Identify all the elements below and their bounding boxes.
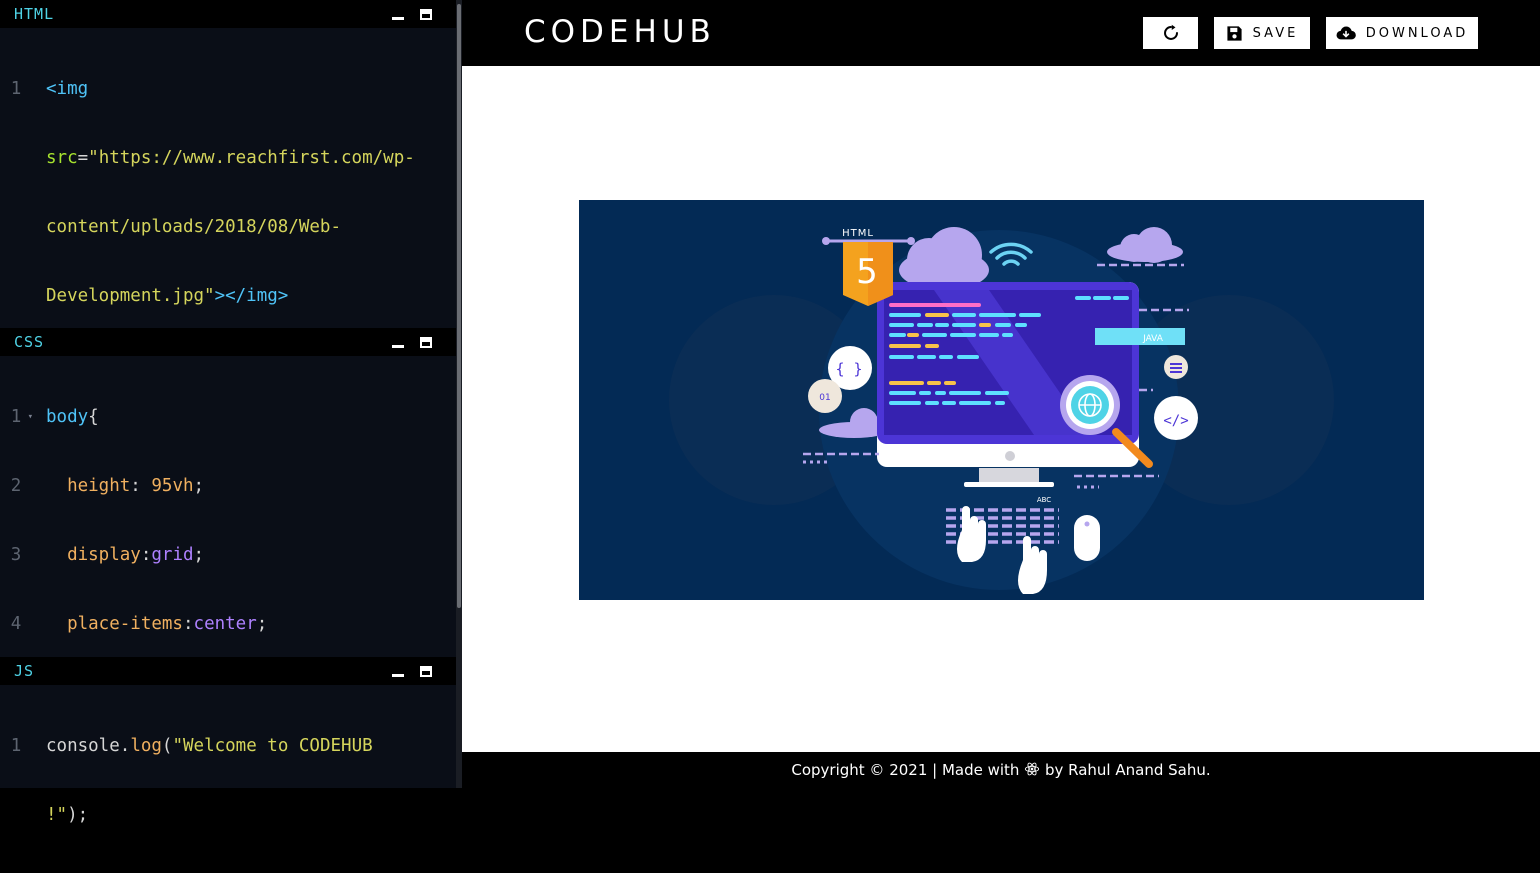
html-panel-header: HTML bbox=[0, 0, 456, 28]
code-token: !" bbox=[46, 805, 68, 825]
maximize-icon[interactable] bbox=[420, 665, 432, 677]
code-token: "Welcome to CODEHUB bbox=[172, 736, 373, 756]
code-token: Development.jpg" bbox=[46, 286, 215, 306]
code-token: grid bbox=[151, 545, 194, 565]
save-button[interactable]: SAVE bbox=[1214, 17, 1310, 49]
footer: Copyright © 2021 | Made with by Rahul An… bbox=[462, 752, 1540, 788]
scrollbar-thumb[interactable] bbox=[457, 4, 461, 608]
refresh-icon bbox=[1163, 24, 1178, 40]
html-label: HTML bbox=[842, 228, 874, 239]
fold-arrow-icon[interactable]: ▾ bbox=[27, 412, 33, 422]
code-token: display bbox=[67, 545, 141, 565]
web-development-image: JAVA HTML 5 { } 01 </> bbox=[579, 200, 1424, 600]
panel-title: CSS bbox=[14, 333, 45, 351]
code-token: : bbox=[182, 614, 194, 634]
panel-title: HTML bbox=[14, 5, 55, 23]
maximize-icon[interactable] bbox=[420, 336, 432, 348]
code-token: 95vh bbox=[151, 476, 194, 496]
code-token: ); bbox=[67, 805, 89, 825]
save-label: SAVE bbox=[1252, 25, 1299, 41]
code-token: log bbox=[130, 736, 162, 756]
panel-title: JS bbox=[14, 662, 35, 680]
minimize-icon[interactable] bbox=[392, 16, 404, 20]
editor-pane: HTML 1<img src="https://www.reachfirst.c… bbox=[0, 0, 462, 825]
code-token: : bbox=[130, 476, 152, 496]
code-token: = bbox=[77, 148, 89, 168]
css-panel-header: CSS bbox=[0, 328, 456, 356]
abc-label: ABC bbox=[1037, 496, 1051, 504]
code-tag-glyph: </> bbox=[1163, 413, 1188, 429]
react-icon bbox=[1024, 754, 1040, 790]
binary-glyph: 01 bbox=[819, 393, 830, 403]
code-token: . bbox=[119, 736, 131, 756]
minimize-icon[interactable] bbox=[392, 673, 404, 677]
download-button[interactable]: DOWNLOAD bbox=[1326, 17, 1478, 49]
braces-glyph: { } bbox=[835, 360, 862, 378]
preview-frame: JAVA HTML 5 { } 01 </> bbox=[462, 66, 1540, 752]
illustration-svg: JAVA HTML 5 { } 01 </> bbox=[669, 227, 1334, 594]
code-token: ></img> bbox=[214, 286, 289, 306]
js-panel-header: JS bbox=[0, 657, 456, 685]
code-token: src bbox=[46, 148, 78, 168]
cloud-download-icon bbox=[1336, 26, 1356, 40]
css-panel: CSS 1▾body{ 2 height: 95vh; 3 display:gr… bbox=[0, 328, 456, 703]
refresh-button[interactable] bbox=[1143, 17, 1198, 49]
code-token: { bbox=[88, 407, 99, 427]
download-label: DOWNLOAD bbox=[1365, 25, 1469, 41]
code-token: <img bbox=[46, 79, 89, 99]
floppy-icon bbox=[1227, 25, 1242, 41]
html5-number: 5 bbox=[856, 252, 878, 292]
code-token: body bbox=[46, 407, 89, 427]
code-token: console bbox=[46, 736, 120, 756]
brand-logo: CODEHUB bbox=[524, 14, 716, 50]
html-panel: HTML 1<img src="https://www.reachfirst.c… bbox=[0, 0, 456, 328]
output-pane: CODEHUB SAVE DOWNLOAD bbox=[462, 0, 1540, 788]
maximize-icon[interactable] bbox=[420, 8, 432, 20]
minimize-icon[interactable] bbox=[392, 344, 404, 348]
code-token: : bbox=[140, 545, 152, 565]
html-editor[interactable]: 1<img src="https://www.reachfirst.com/wp… bbox=[10, 79, 415, 306]
code-token: "https://www.reachfirst.com/wp- bbox=[88, 148, 415, 168]
code-token: height bbox=[67, 476, 131, 496]
footer-text-after: by Rahul Anand Sahu. bbox=[1040, 761, 1211, 779]
java-label: JAVA bbox=[1142, 334, 1164, 344]
code-token: center bbox=[193, 614, 257, 634]
footer-text-before: Copyright © 2021 | Made with bbox=[791, 761, 1025, 779]
code-token: content/uploads/2018/08/Web- bbox=[46, 217, 342, 237]
code-token: place-items bbox=[67, 614, 183, 634]
top-bar: CODEHUB SAVE DOWNLOAD bbox=[462, 0, 1540, 66]
editor-scrollbar[interactable] bbox=[456, 0, 462, 788]
